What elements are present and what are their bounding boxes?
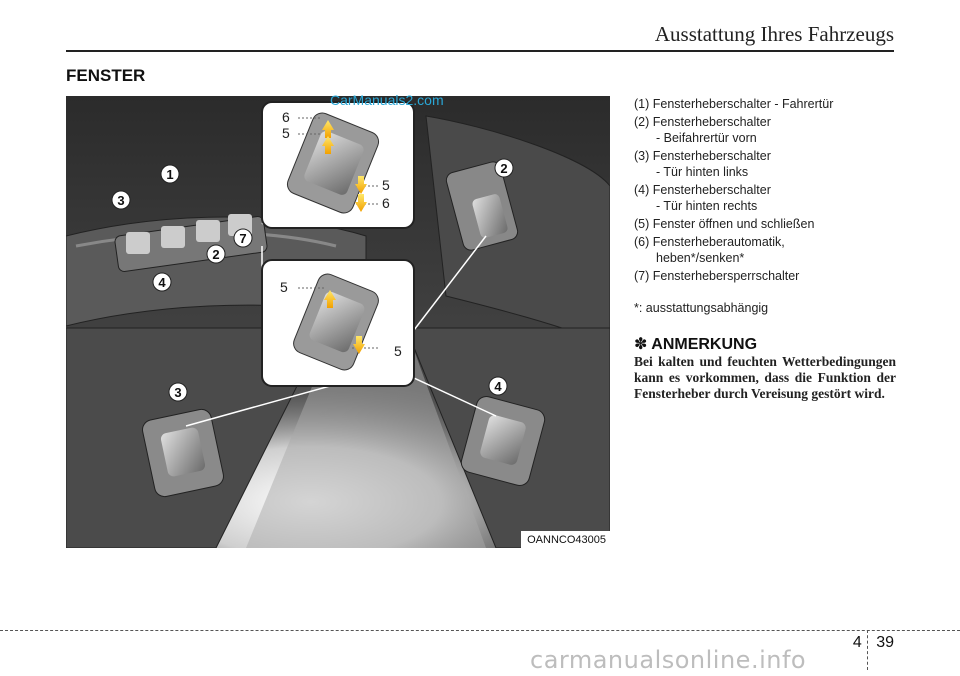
legend-item: (6) Fensterheberautomatik, heben*/senken… bbox=[634, 235, 785, 265]
inset2-label-5-up: 5 bbox=[280, 279, 288, 295]
note-heading: ✽ ANMERKUNG bbox=[634, 334, 757, 354]
section-title: FENSTER bbox=[66, 66, 146, 85]
header-rule bbox=[66, 50, 894, 52]
callout-4-rear: 4 bbox=[494, 379, 502, 394]
legend-item: (4) Fensterheberschalter - Tür hinten re… bbox=[634, 183, 771, 213]
inset-label-5-down: 5 bbox=[382, 177, 390, 193]
callout-4-driver: 4 bbox=[158, 275, 166, 290]
footnote: *: ausstattungsabhängig bbox=[634, 301, 769, 315]
site-watermark: CarManuals2.com bbox=[330, 92, 444, 108]
callout-2-driver: 2 bbox=[212, 247, 219, 262]
legend-item: (5) Fenster öffnen und schließen bbox=[634, 217, 815, 231]
note-star-icon: ✽ bbox=[634, 336, 648, 353]
note-body: Bei kalten und feuchten Wetterbe­dingung… bbox=[634, 354, 896, 401]
callout-3: 3 bbox=[117, 193, 124, 208]
figure-code: OANNCO43005 bbox=[521, 531, 610, 548]
footer-rule bbox=[0, 630, 960, 631]
chapter-number: 4 bbox=[852, 634, 862, 651]
legend-list: (1) Fensterheberschalter - Fahrertür (2)… bbox=[634, 96, 894, 286]
figure-illustration: 1 3 2 7 4 2 3 4 6 5 5 6 5 5 bbox=[66, 96, 610, 548]
inset-label-6-down: 6 bbox=[382, 195, 390, 211]
inset2-label-5-down: 5 bbox=[394, 343, 402, 359]
callout-2-right: 2 bbox=[500, 161, 507, 176]
window-switch-figure: 1 3 2 7 4 2 3 4 6 5 5 6 5 5 OANNCO43005 bbox=[66, 96, 610, 548]
bottom-watermark: carmanualsonline.info bbox=[530, 646, 807, 674]
inset-label-6-top: 6 bbox=[282, 109, 290, 125]
page-separator bbox=[866, 630, 868, 670]
legend-item: (2) Fensterheberschalter - Beifahrertür … bbox=[634, 115, 771, 145]
running-header: Ausstattung Ihres Fahrzeugs bbox=[654, 22, 894, 46]
callout-3-rear: 3 bbox=[174, 385, 181, 400]
legend-item: (1) Fensterheberschalter - Fahrertür bbox=[634, 97, 834, 111]
callout-7: 7 bbox=[239, 231, 246, 246]
inset-label-5-top: 5 bbox=[282, 125, 290, 141]
page-index: 39 bbox=[876, 634, 894, 651]
legend-item: (3) Fensterheberschalter - Tür hinten li… bbox=[634, 149, 771, 179]
callout-1: 1 bbox=[166, 167, 173, 182]
legend-item: (7) Fensterhebersperrschalter bbox=[634, 269, 800, 283]
note-title: ANMERKUNG bbox=[651, 336, 758, 353]
page-number: 4 39 bbox=[852, 630, 894, 670]
